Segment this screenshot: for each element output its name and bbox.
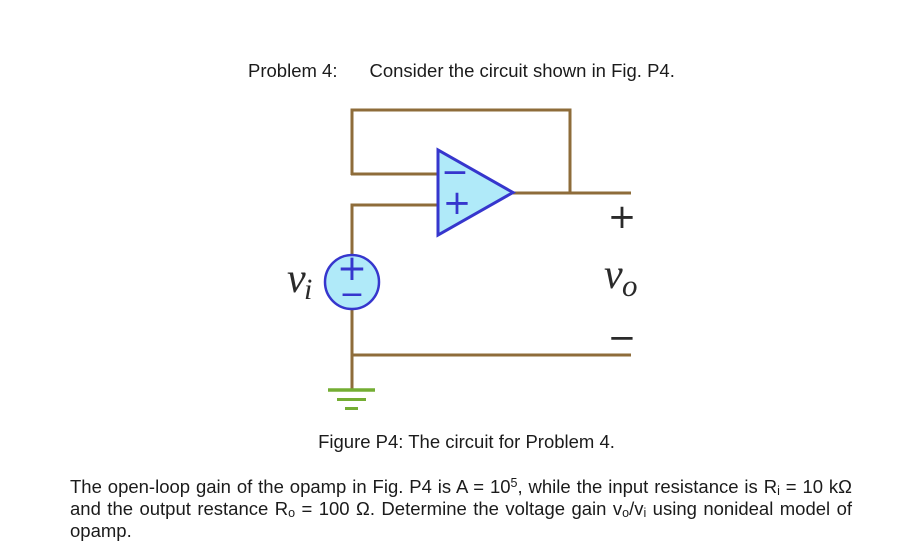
noninverting-input-wire	[350, 203, 440, 256]
feedback-wire	[350, 108, 572, 193]
statement-text: /v	[629, 498, 644, 519]
vo-sub-label: o	[622, 268, 638, 303]
subscript-i: i	[777, 484, 780, 498]
opamp-noninverting-label: +	[443, 183, 472, 223]
statement-text: using nonideal model of	[646, 498, 852, 519]
statement-text: and the output restance R	[70, 498, 289, 519]
opamp-triangle	[436, 147, 517, 238]
statement-text: = 100 Ω. Determine the voltage gain v	[295, 498, 623, 519]
problem-statement: The open-loop gain of the opamp in Fig. …	[70, 476, 852, 542]
source-minus-label: −	[339, 277, 364, 312]
statement-text: = 10 kΩ	[779, 476, 852, 497]
vi-label: v	[287, 256, 306, 302]
statement-text: , while the input resistance is R	[517, 476, 778, 497]
voltage-source	[323, 253, 381, 311]
output-plus-label: +	[608, 197, 637, 237]
statement-line-2: and the output restance Ro = 100 Ω. Dete…	[70, 498, 852, 520]
problem-label: Problem 4:	[248, 60, 338, 81]
subscript-o: o	[288, 506, 296, 520]
statement-line-1: The open-loop gain of the opamp in Fig. …	[70, 476, 852, 498]
opamp-inverting-label: −	[441, 152, 469, 191]
subscript-i: i	[643, 506, 647, 520]
statement-text: opamp.	[70, 520, 132, 541]
figure-caption: Figure P4: The circuit for Problem 4.	[318, 431, 615, 452]
source-plus-label: +	[337, 248, 367, 289]
superscript-exponent: 5	[510, 476, 518, 490]
output-minus-label: −	[608, 318, 637, 358]
statement-text: The open-loop gain of the opamp in Fig. …	[70, 476, 511, 497]
vi-sub-label: i	[304, 273, 312, 306]
problem-text: Consider the circuit shown in Fig. P4.	[369, 60, 675, 81]
subscript-o: o	[622, 506, 630, 520]
vo-label: v	[604, 252, 623, 298]
statement-line-3: opamp.	[70, 520, 852, 542]
problem-title: Problem 4: Consider the circuit shown in…	[248, 60, 675, 82]
